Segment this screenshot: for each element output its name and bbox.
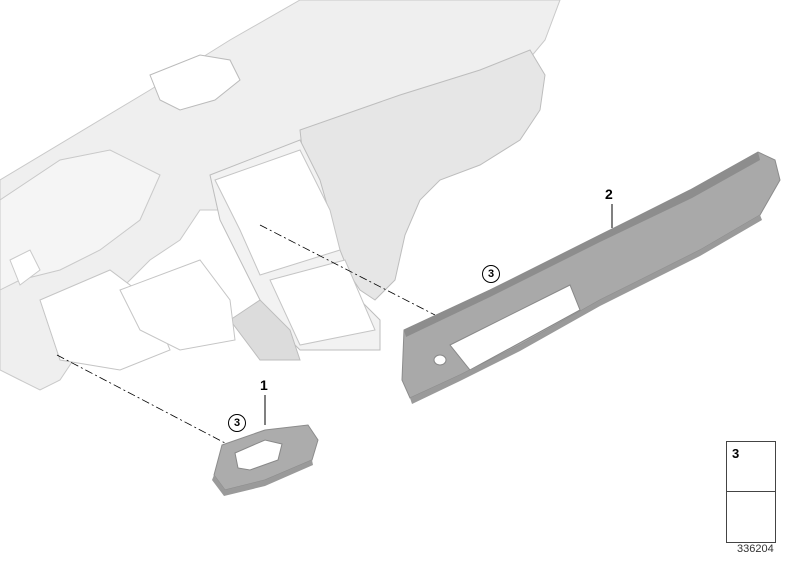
callout-part-2: 2 xyxy=(605,186,613,202)
callout-clip-b: 3 xyxy=(228,414,246,432)
legend-cell-clip: 3 xyxy=(727,442,775,492)
trim-strip-2 xyxy=(401,151,781,404)
legend-cell-arrow xyxy=(727,492,775,543)
trim-piece-1 xyxy=(212,424,319,496)
diagram-number: 336204 xyxy=(737,543,774,555)
legend-box: 3 xyxy=(726,441,776,543)
callout-part-1: 1 xyxy=(260,377,268,393)
legend-item-number: 3 xyxy=(732,446,740,461)
leader-lines xyxy=(56,224,436,444)
callout-leaders xyxy=(264,204,613,425)
carrier-openings xyxy=(39,149,376,371)
callout-clip-a: 3 xyxy=(482,265,500,283)
